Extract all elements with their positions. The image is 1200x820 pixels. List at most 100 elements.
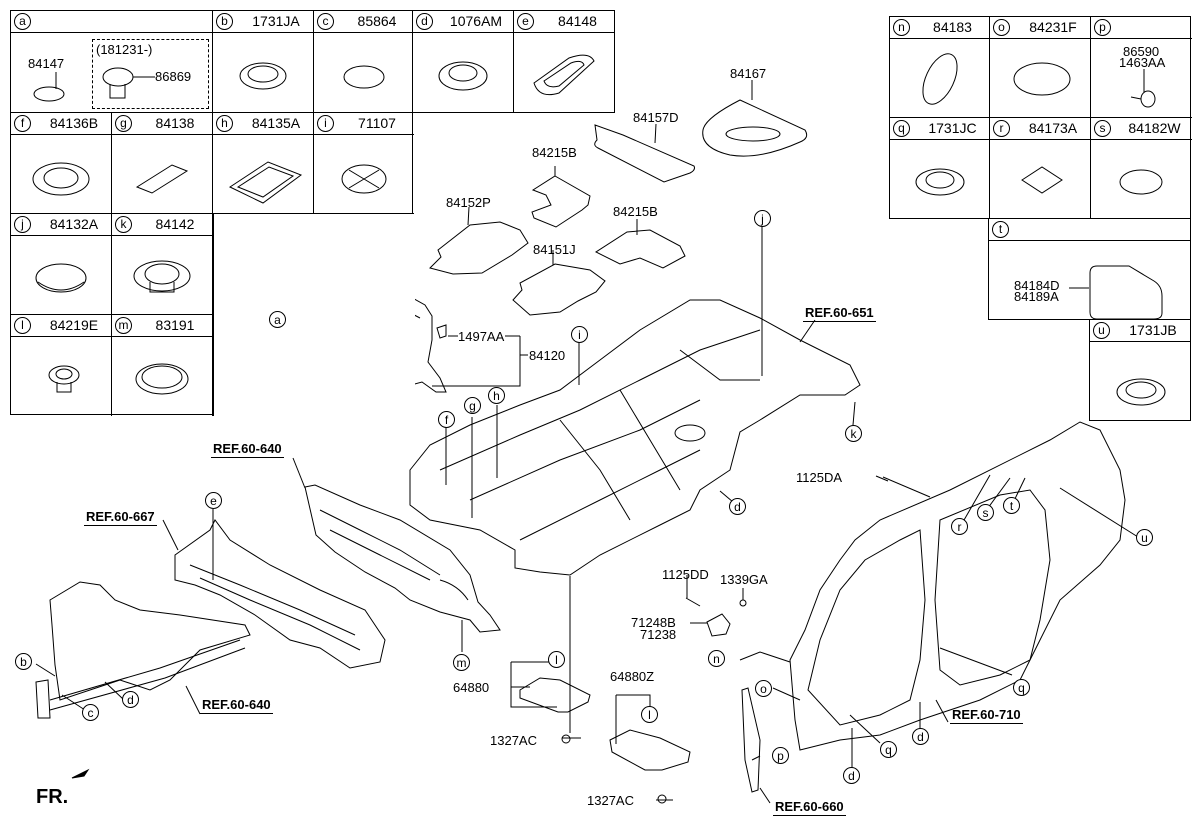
- reference-link-60-640-top[interactable]: REF.60-640: [211, 441, 284, 458]
- cover-84135A-icon: [228, 161, 303, 204]
- part-number: 71107: [358, 115, 396, 131]
- callout-letter: j: [14, 216, 31, 233]
- front-plate-shape: [35, 679, 51, 719]
- pad-84173A-icon: [1021, 166, 1063, 194]
- part-number: 84183: [933, 19, 972, 35]
- callout-letter: d: [416, 13, 433, 30]
- clip-86590-icon: [1130, 69, 1156, 108]
- callout-e[interactable]: e: [205, 492, 222, 509]
- part-label-86869: 86869: [155, 69, 192, 84]
- callout-i-dash[interactable]: i: [571, 326, 588, 343]
- floor-panel-detail: [439, 329, 761, 541]
- part-label-1125DD: 1125DD: [662, 567, 709, 582]
- callout-p[interactable]: p: [772, 747, 789, 764]
- reference-link-60-651[interactable]: REF.60-651: [803, 305, 876, 322]
- pad-84215B-2-shape: [594, 229, 686, 269]
- callout-t[interactable]: t: [1003, 497, 1020, 514]
- callout-s[interactable]: s: [977, 504, 994, 521]
- callout-d-side-1[interactable]: d: [912, 728, 929, 745]
- under-cover-64880-shape: [519, 677, 591, 713]
- plug-84182W-icon: [1119, 169, 1163, 195]
- cowl-panel-shape: [174, 519, 386, 669]
- callout-o[interactable]: o: [755, 680, 772, 697]
- reference-link-60-660[interactable]: REF.60-660: [773, 799, 846, 816]
- part-label-1327AC-1: 1327AC: [490, 733, 537, 748]
- grommet-1731JA-icon: [239, 62, 287, 90]
- callout-r[interactable]: r: [951, 518, 968, 535]
- floor-panel-hole: [674, 424, 706, 442]
- date-range-note: (181231-): [96, 42, 153, 57]
- callout-f[interactable]: f: [438, 411, 455, 428]
- nut-1339GA: [739, 599, 747, 607]
- callout-h[interactable]: h: [488, 387, 505, 404]
- part-label-84184D: 84184D: [1014, 278, 1060, 293]
- callout-letter: f: [14, 115, 31, 132]
- callout-letter: m: [115, 317, 132, 334]
- bracket-71248B-shape: [706, 613, 731, 637]
- callout-a[interactable]: a: [269, 311, 286, 328]
- callout-letter: s: [1094, 120, 1111, 137]
- callout-letter: b: [216, 13, 233, 30]
- callout-g[interactable]: g: [464, 397, 481, 414]
- callout-q-1[interactable]: q: [1013, 679, 1030, 696]
- dash-lower-shape: [304, 484, 501, 633]
- callout-b[interactable]: b: [15, 653, 32, 670]
- callout-u[interactable]: u: [1136, 529, 1153, 546]
- nut-1327AC-2: [657, 794, 667, 804]
- callout-c[interactable]: c: [82, 704, 99, 721]
- callout-m[interactable]: m: [453, 654, 470, 671]
- part-label-1327AC-2: 1327AC: [587, 793, 634, 808]
- part-number: 84138: [155, 115, 195, 131]
- callout-j[interactable]: j: [754, 210, 771, 227]
- reference-link-60-640-bottom[interactable]: REF.60-640: [200, 697, 273, 714]
- part-label-84151J: 84151J: [533, 242, 576, 257]
- table-cell-i: i 71107: [314, 113, 414, 214]
- callout-n[interactable]: n: [708, 650, 725, 667]
- clip-84219E-icon: [48, 365, 80, 393]
- callout-letter: u: [1093, 322, 1110, 339]
- reference-link-60-667[interactable]: REF.60-667: [84, 509, 157, 526]
- part-label-84152P: 84152P: [446, 195, 491, 210]
- pad-84167-shape: [702, 99, 808, 157]
- callout-d-floor[interactable]: d: [729, 498, 746, 515]
- grommet-1731JC-icon: [915, 168, 965, 196]
- callout-letter: l: [14, 317, 31, 334]
- part-label-84215B-1: 84215B: [532, 145, 577, 160]
- plug-85864-icon: [343, 65, 385, 89]
- callout-d-side-2[interactable]: d: [843, 767, 860, 784]
- date-range-box: (181231-) 86869: [92, 39, 209, 109]
- side-body-door-opening-2: [934, 489, 1051, 686]
- table-cell-f: f 84136B: [11, 113, 112, 214]
- part-number: 84136B: [49, 115, 99, 131]
- part-label-1497AA: 1497AA: [458, 329, 505, 344]
- part-number: 84231F: [1029, 19, 1077, 35]
- part-label-84157D: 84157D: [633, 110, 679, 125]
- clip-84147-icon: [33, 72, 65, 102]
- under-cover-64880Z-shape: [609, 729, 691, 771]
- callout-letter: i: [317, 115, 334, 132]
- callout-d-front[interactable]: d: [122, 691, 139, 708]
- part-number: 84142: [155, 216, 195, 232]
- part-label-86590: 86590: [1123, 44, 1160, 59]
- callout-q-2[interactable]: q: [880, 741, 897, 758]
- pad-84184D-icon: [1069, 265, 1163, 319]
- callout-l-2[interactable]: l: [641, 706, 658, 723]
- part-number: 84182W: [1128, 120, 1181, 136]
- callout-l-1[interactable]: l: [548, 651, 565, 668]
- callout-k[interactable]: k: [845, 425, 862, 442]
- reference-link-60-710[interactable]: REF.60-710: [950, 707, 1023, 724]
